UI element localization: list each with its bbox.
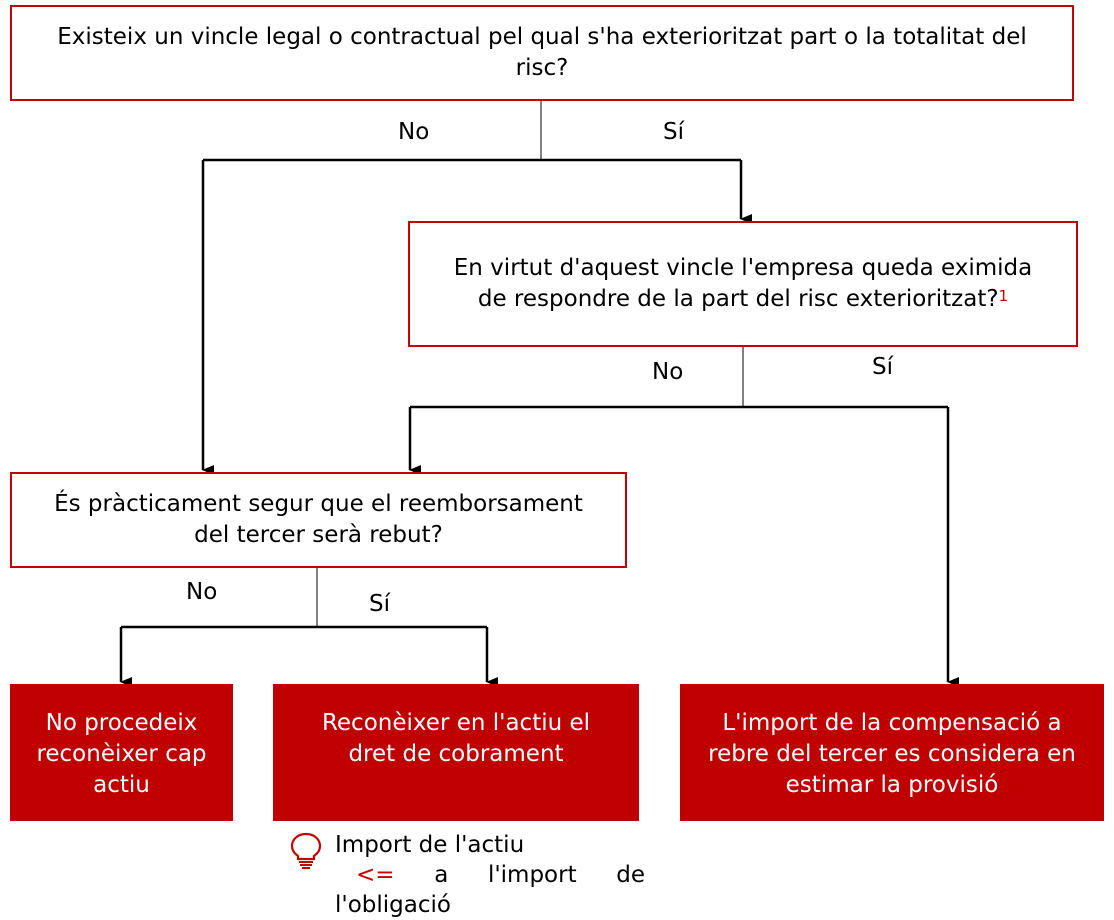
question-1-text: Existeix un vincle legal o contractual p… <box>57 24 1027 81</box>
result-3-text: L'import de la compensació a rebre del t… <box>708 710 1076 798</box>
q1-no-label: No <box>398 119 430 145</box>
question-box-2: En virtut d'aquest vincle l'empresa qued… <box>408 221 1078 347</box>
note-word-de: de <box>616 862 645 888</box>
q1-yes-label: Sí <box>663 119 684 145</box>
question-box-1: Existeix un vincle legal o contractual p… <box>10 5 1074 101</box>
result-box-no-asset: No procedeix reconèixer cap actiu <box>10 684 233 821</box>
q2-no-label: No <box>652 359 684 385</box>
note-line-3: l'obligació <box>335 892 451 918</box>
note-word-a: a <box>434 862 449 888</box>
q2-yes-label: Sí <box>872 354 893 380</box>
question-box-3: És pràcticament segur que el reemborsame… <box>10 472 627 568</box>
lightbulb-icon <box>290 832 322 869</box>
asset-note: Import de l'actiu <= a l'import de l'obl… <box>335 830 645 920</box>
q3-yes-label: Sí <box>369 591 390 617</box>
question-2-body: En virtut d'aquest vincle l'empresa qued… <box>453 255 1033 312</box>
footnote-marker: 1 <box>998 287 1009 305</box>
note-line-1: Import de l'actiu <box>335 832 525 858</box>
note-word-import: l'import <box>487 862 577 888</box>
note-line-2: <= a l'import de <box>335 860 645 890</box>
question-3-text: És pràcticament segur que el reemborsame… <box>54 491 583 548</box>
result-box-provision: L'import de la compensació a rebre del t… <box>680 684 1104 821</box>
result-2-text: Reconèixer en l'actiu el dret de cobrame… <box>321 710 591 767</box>
note-operator: <= <box>356 862 395 888</box>
result-box-recognize-asset: Reconèixer en l'actiu el dret de cobrame… <box>273 684 639 821</box>
question-2-text: En virtut d'aquest vincle l'empresa qued… <box>440 253 1046 315</box>
q3-no-label: No <box>186 579 218 605</box>
result-1-text: No procedeix reconèixer cap actiu <box>36 710 207 798</box>
